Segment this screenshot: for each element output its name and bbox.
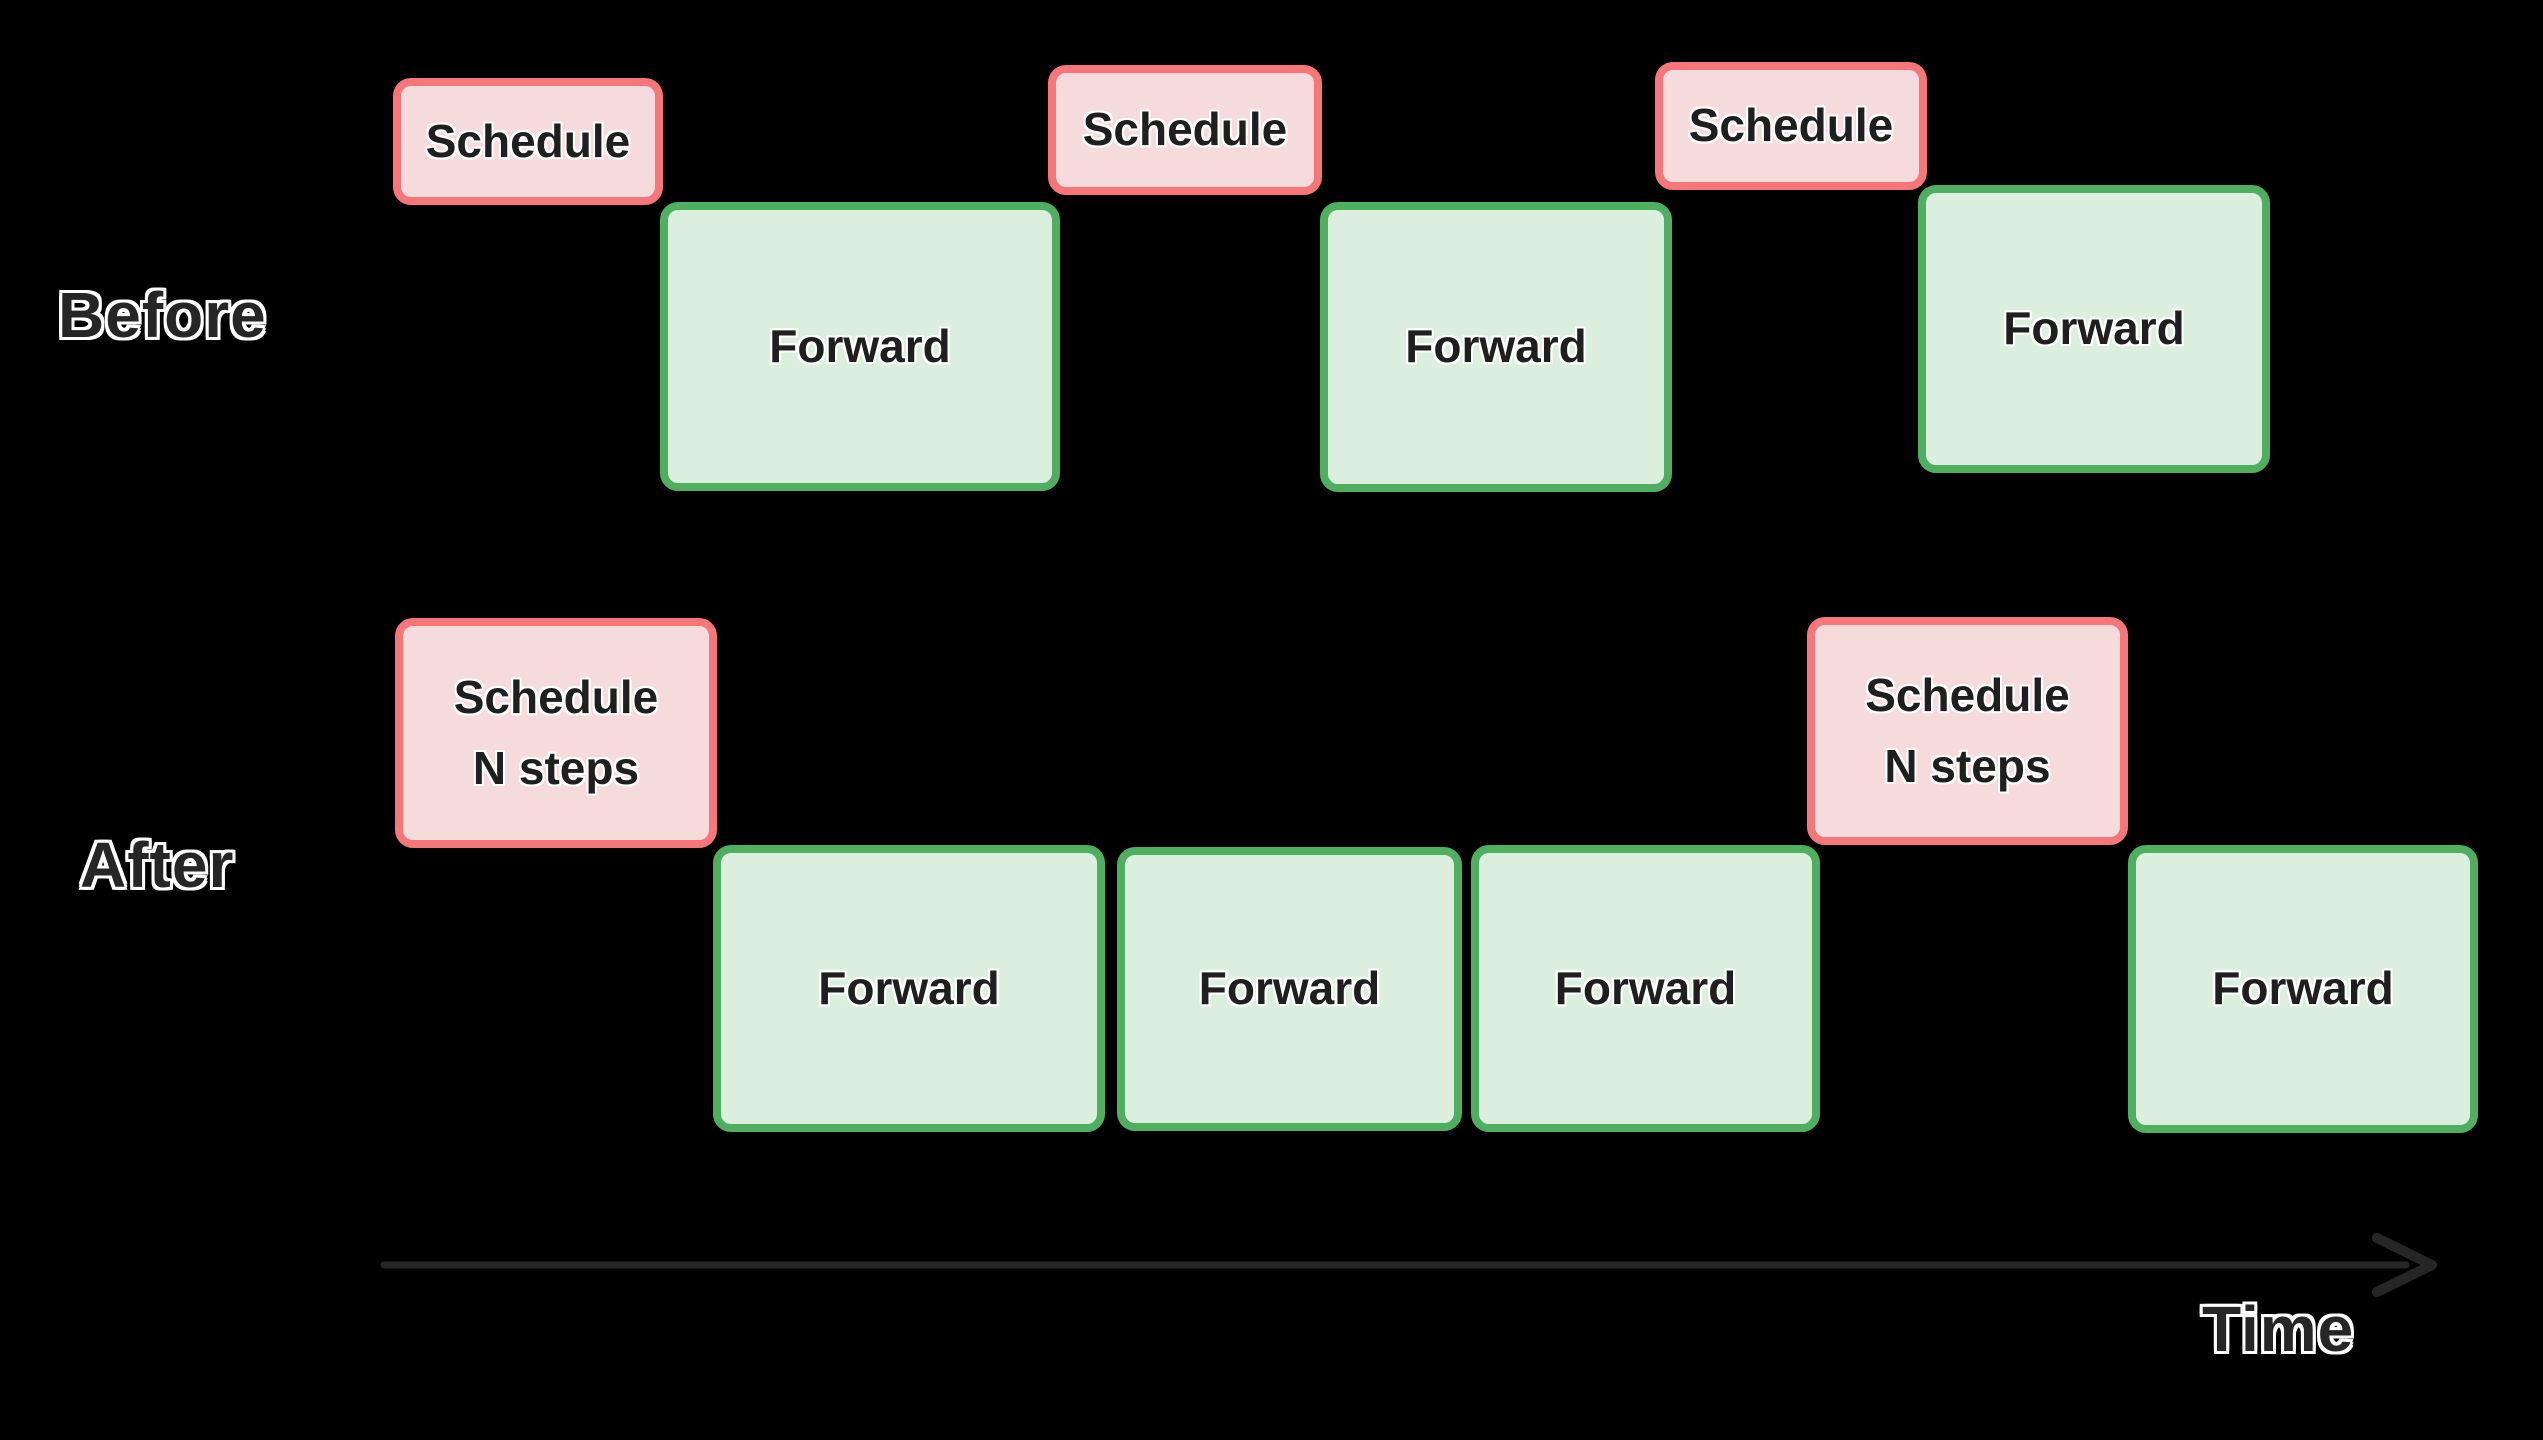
forward-box-label: Forward	[1405, 320, 1587, 373]
time-axis-arrow	[380, 1233, 2437, 1297]
schedule-n-steps-box-label: Schedule N steps	[453, 670, 659, 794]
schedule-box: Schedule	[1655, 62, 1927, 190]
before-row-label: Before	[58, 279, 267, 351]
schedule-box-label: Schedule	[1082, 103, 1288, 156]
forward-box: Forward	[2128, 845, 2478, 1133]
forward-box-label: Forward	[769, 319, 951, 372]
forward-box: Forward	[1320, 202, 1672, 492]
forward-box: Forward	[660, 202, 1060, 491]
schedule-box-label: Schedule	[425, 114, 631, 167]
forward-box-label: Forward	[2003, 302, 2185, 355]
after-row-label: After	[80, 829, 235, 901]
forward-box: Forward	[1471, 845, 1820, 1132]
forward-box-label: Forward	[1198, 962, 1381, 1015]
arrow-head-icon	[2372, 1233, 2437, 1297]
schedule-n-steps-box: Schedule N steps	[1807, 617, 2128, 845]
forward-box-label: Forward	[2212, 962, 2394, 1015]
forward-box: Forward	[1117, 847, 1462, 1131]
forward-box-label: Forward	[818, 961, 1000, 1014]
schedule-n-steps-box: Schedule N steps	[395, 618, 717, 848]
forward-box-label: Forward	[1554, 961, 1737, 1014]
time-axis-label: Time	[2202, 1293, 2355, 1365]
schedule-box: Schedule	[393, 78, 663, 205]
schedule-box: Schedule	[1048, 65, 1322, 195]
forward-box: Forward	[713, 845, 1105, 1132]
schedule-box-label: Schedule	[1688, 99, 1894, 152]
schedule-n-steps-box-label: Schedule N steps	[1865, 668, 2070, 792]
forward-box: Forward	[1918, 185, 2270, 473]
